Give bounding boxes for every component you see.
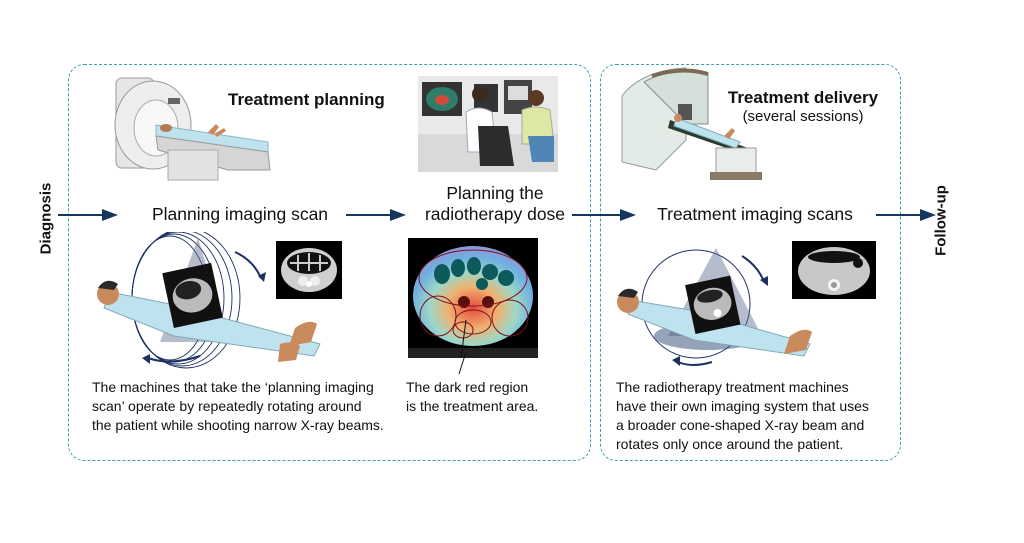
dose-caption: The dark red region is the treatment are… (406, 378, 576, 416)
dose-planners-illustration (418, 76, 558, 172)
planning-ct-slice (276, 241, 342, 299)
ct-scanner-illustration (114, 77, 271, 181)
caption-line: have their own imaging system that uses (616, 398, 869, 414)
caption-line: The radiotherapy treatment machines (616, 379, 849, 395)
delivery-caption: The radiotherapy treatment machines have… (616, 378, 896, 454)
dose-map-image (408, 238, 538, 358)
caption-line: the patient while shooting narrow X-ray … (92, 417, 384, 433)
planning-dose-label-line1: Planning the (446, 183, 544, 203)
linac-machine-illustration (621, 67, 762, 180)
planning-dose-label: Planning the radiotherapy dose (400, 183, 590, 225)
planning-scan-caption: The machines that take the ‘planning ima… (92, 378, 422, 435)
arrow-planning-to-delivery (572, 209, 636, 221)
treatment-planning-title: Treatment planning (228, 90, 385, 109)
treatment-delivery-title: Treatment delivery (727, 88, 879, 107)
caption-line: rotates only once around the patient. (616, 436, 844, 452)
diagnosis-label: Diagnosis (37, 182, 55, 255)
planning-imaging-scan-label: Planning imaging scan (151, 204, 329, 224)
arrow-diagnosis-to-planning (58, 209, 118, 221)
caption-line: a broader cone-shaped X-ray beam and (616, 417, 865, 433)
planning-dose-label-line2: radiotherapy dose (424, 204, 566, 224)
dose-callout-line (458, 352, 467, 375)
treatment-scan-patient-illustration (617, 248, 812, 366)
treatment-delivery-box (600, 64, 901, 461)
treatment-ct-slice (792, 241, 876, 299)
arrow-scan-to-dose (346, 209, 406, 221)
treatment-planning-box (68, 64, 591, 461)
treatment-imaging-scans-label: Treatment imaging scans (657, 204, 853, 224)
arrow-delivery-to-follow-up (876, 209, 936, 221)
treatment-delivery-heading: Treatment delivery (several sessions) (718, 88, 888, 125)
caption-line: The machines that take the ‘planning ima… (92, 379, 374, 395)
caption-line: scan’ operate by repeatedly rotating aro… (92, 398, 362, 414)
treatment-delivery-subtitle: (several sessions) (742, 108, 864, 125)
caption-line: The dark red region (406, 379, 529, 395)
planning-scan-patient-illustration (97, 232, 321, 369)
caption-line: is the treatment area. (406, 398, 539, 414)
